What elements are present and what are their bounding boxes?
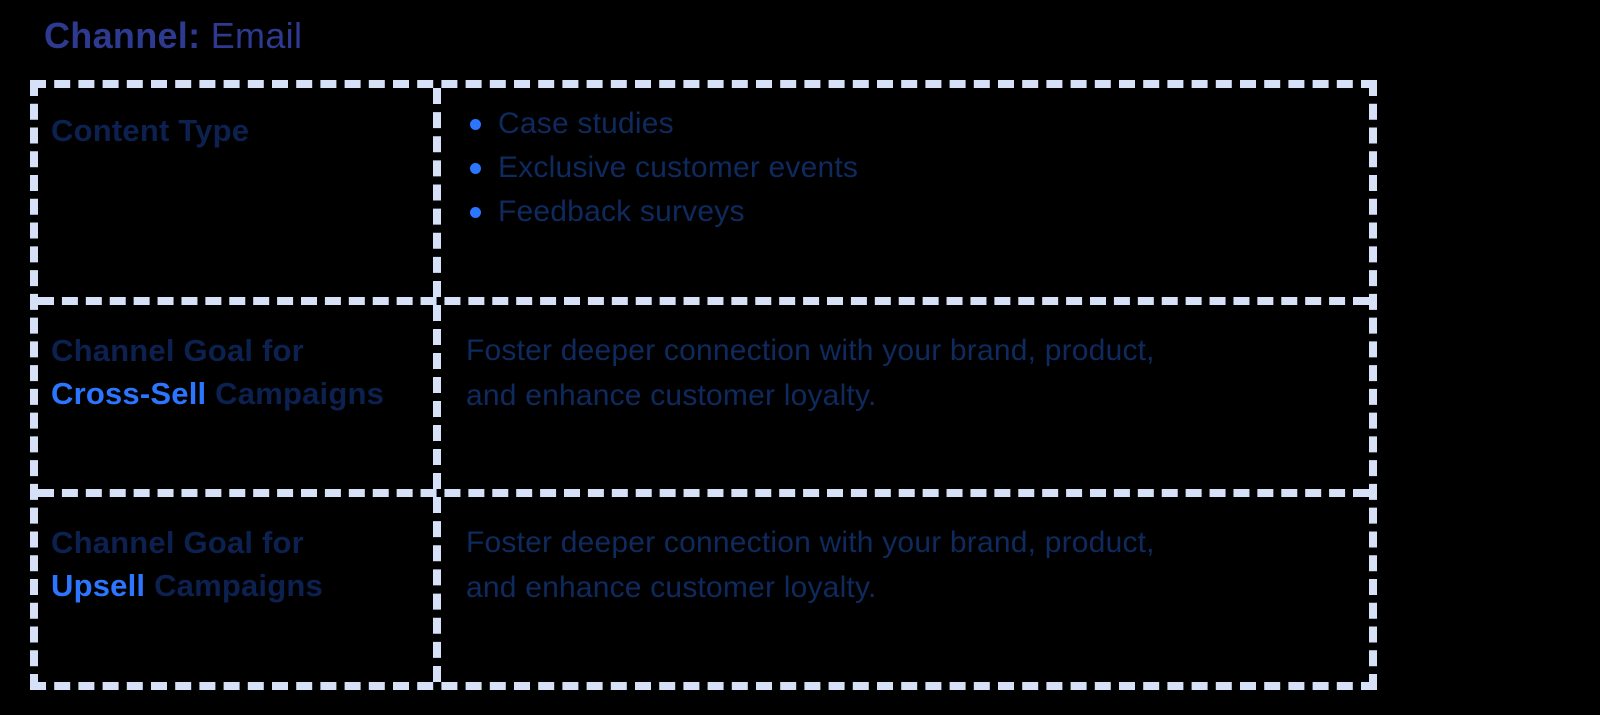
channel-email-table: Content Type Case studies Exclusive cust…	[30, 80, 1377, 690]
upsell-header-line1: Channel Goal for	[51, 525, 304, 560]
cross-sell-rest-label: Campaigns	[215, 376, 385, 411]
goal-text-line: and enhance customer loyalty.	[466, 379, 877, 412]
list-item-label: Feedback surveys	[498, 195, 745, 228]
list-item: Exclusive customer events	[466, 146, 1339, 190]
bullet-icon	[470, 206, 481, 218]
upsell-accent-label: Upsell	[51, 568, 146, 603]
cross-sell-header-cell: Channel Goal for Cross-Sell Campaigns	[38, 305, 441, 489]
content-type-body-cell: Case studies Exclusive customer events F…	[441, 88, 1369, 297]
upsell-body-cell: Foster deeper connection with your brand…	[441, 497, 1369, 682]
channel-value: Email	[210, 15, 303, 56]
list-item-label: Exclusive customer events	[498, 151, 859, 184]
list-item: Feedback surveys	[466, 190, 1339, 234]
cross-sell-header-line1: Channel Goal for	[51, 333, 304, 368]
content-type-header-cell: Content Type	[38, 88, 441, 297]
goal-text-line: and enhance customer loyalty.	[466, 571, 877, 604]
table-row-cross-sell-goal: Channel Goal for Cross-Sell Campaigns Fo…	[38, 305, 1369, 497]
content-type-header-label: Content Type	[51, 113, 250, 148]
content-type-list: Case studies Exclusive customer events F…	[466, 102, 1339, 234]
cross-sell-body-cell: Foster deeper connection with your brand…	[441, 305, 1369, 489]
cross-sell-accent-label: Cross-Sell	[51, 376, 207, 411]
goal-text-line: Foster deeper connection with your brand…	[466, 526, 1155, 559]
cross-sell-header-line2: Cross-Sell Campaigns	[51, 372, 423, 415]
page-title: Channel: Email	[44, 14, 302, 58]
goal-text-line: Foster deeper connection with your brand…	[466, 334, 1155, 367]
list-item: Case studies	[466, 102, 1339, 146]
list-item-label: Case studies	[498, 107, 674, 140]
bullet-icon	[470, 162, 481, 174]
upsell-rest-label: Campaigns	[154, 568, 323, 603]
table-row-upsell-goal: Channel Goal for Upsell Campaigns Foster…	[38, 497, 1369, 682]
upsell-header-line2: Upsell Campaigns	[51, 564, 423, 607]
channel-label: Channel:	[44, 15, 201, 56]
table-row-content-type: Content Type Case studies Exclusive cust…	[38, 88, 1369, 305]
bullet-icon	[470, 118, 481, 130]
upsell-header-cell: Channel Goal for Upsell Campaigns	[38, 497, 441, 682]
